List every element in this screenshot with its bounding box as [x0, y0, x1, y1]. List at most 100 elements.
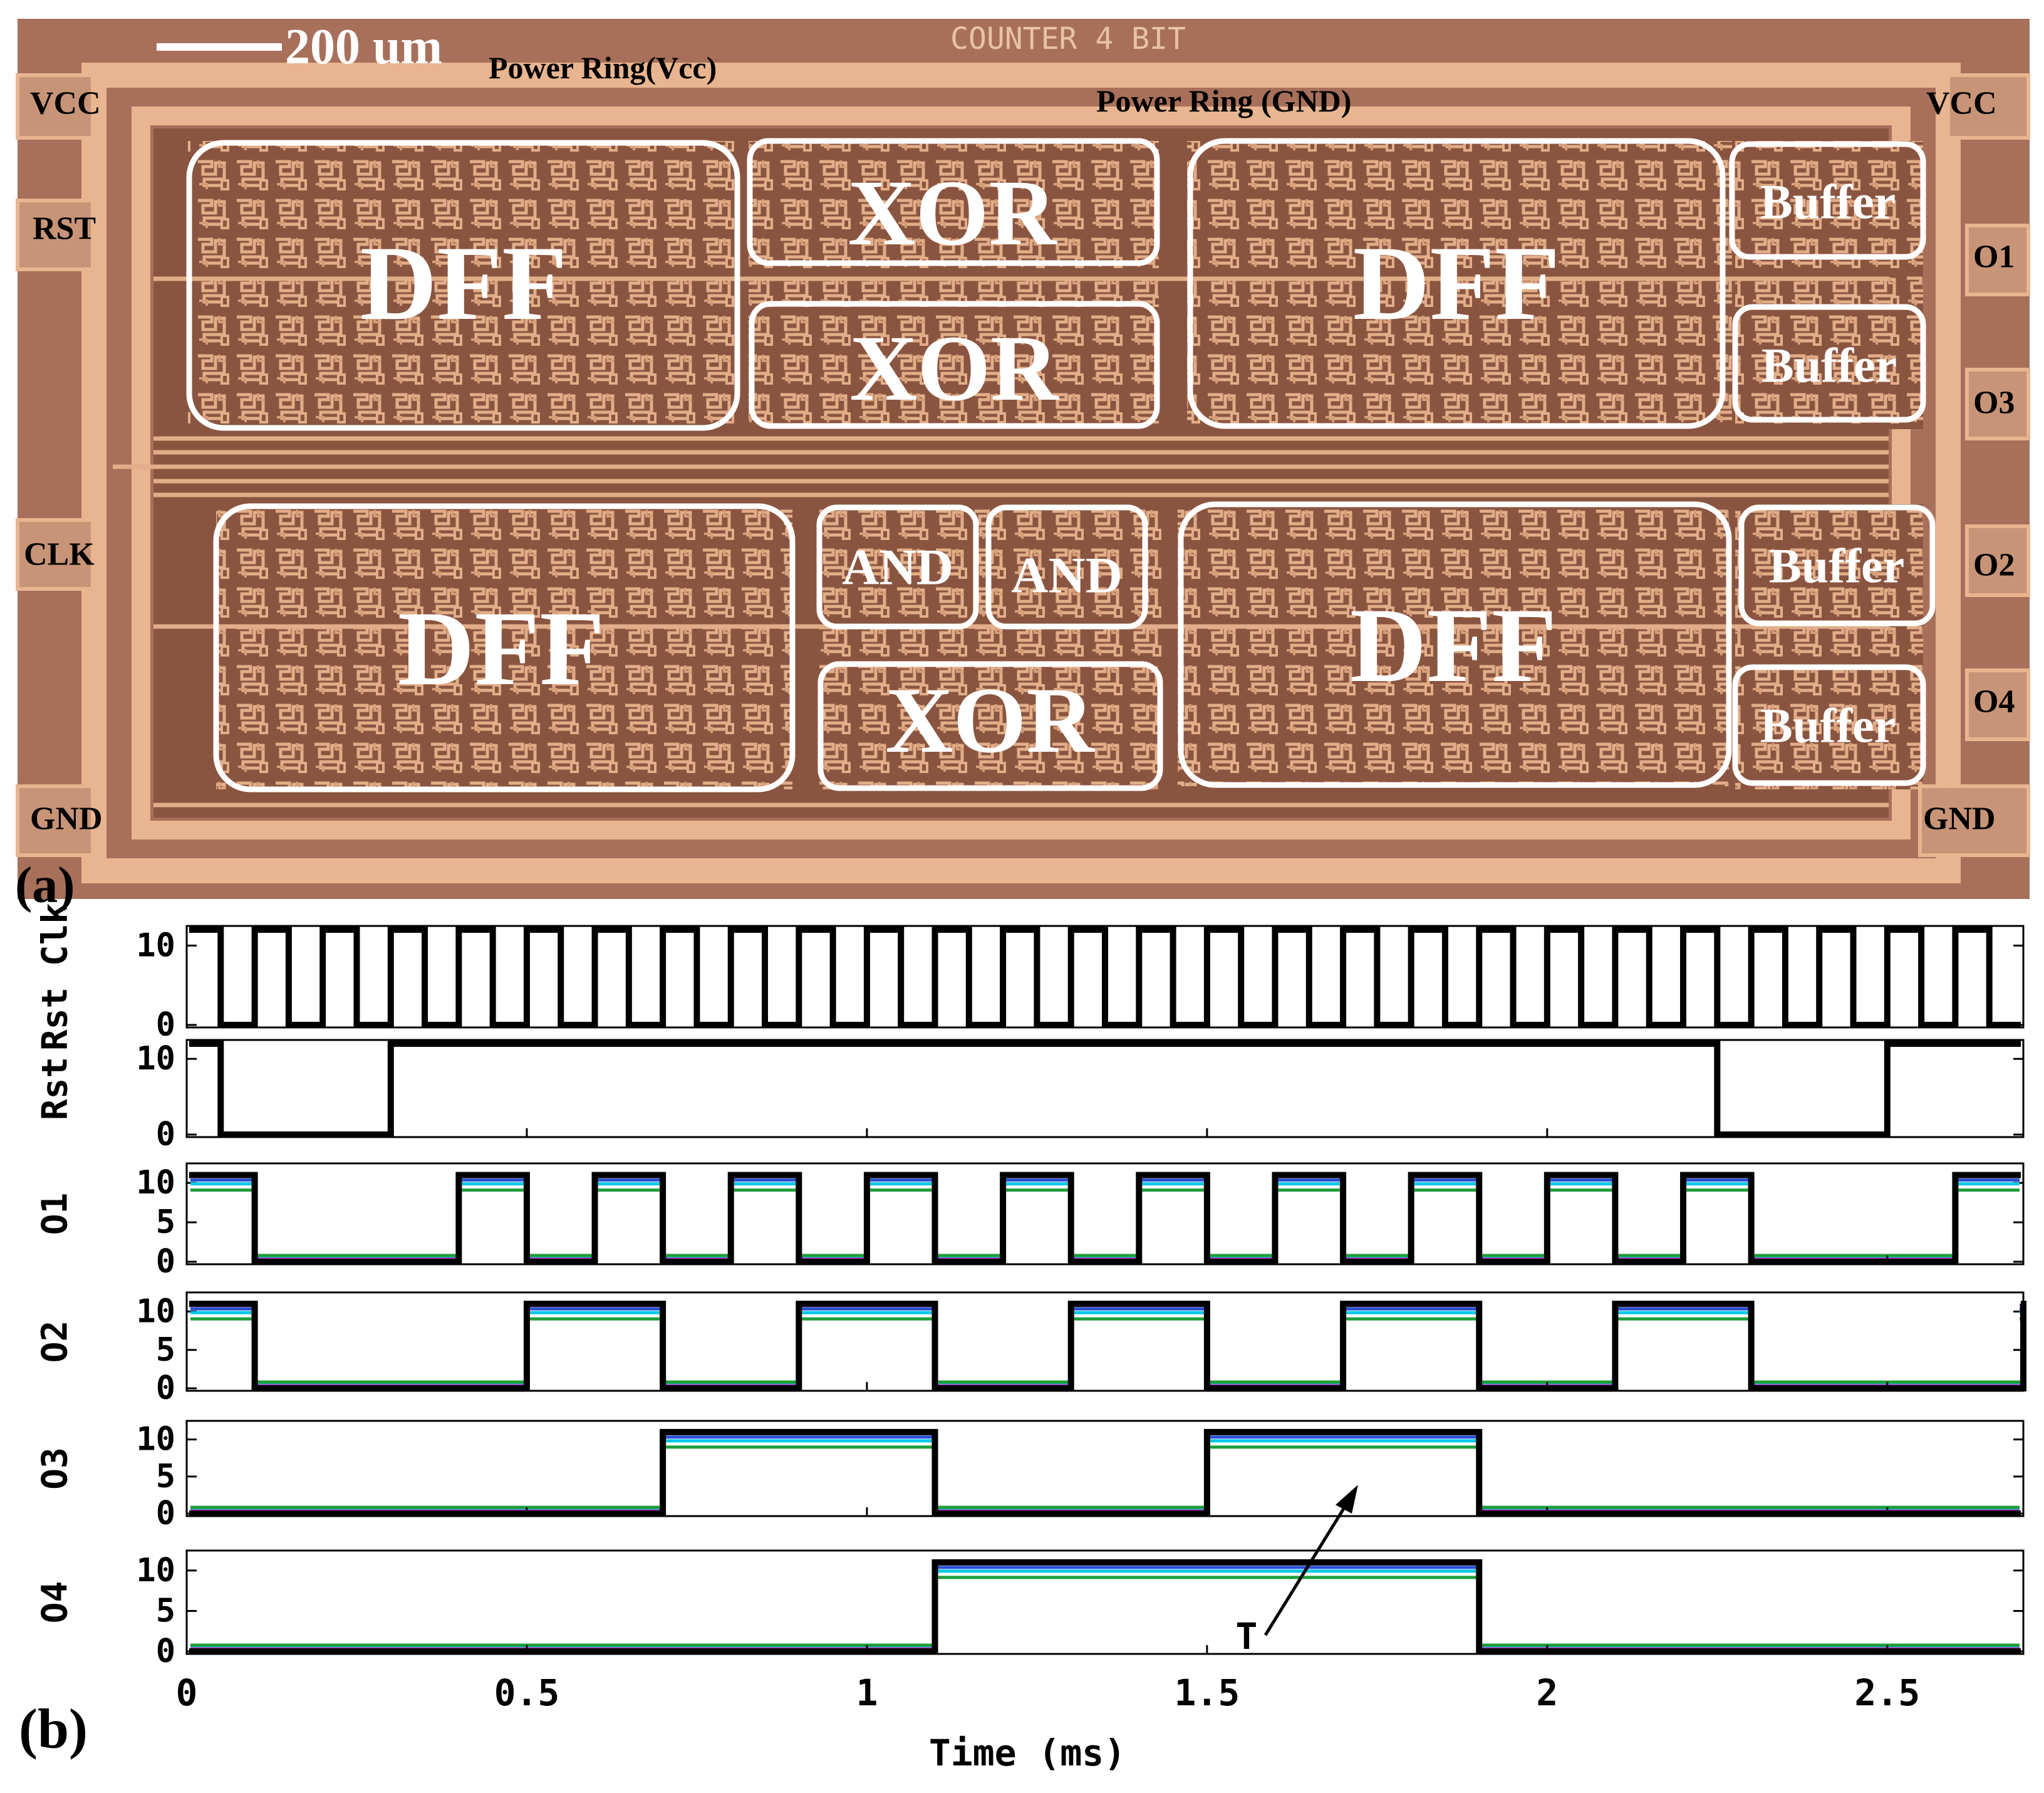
pad-label-o4: O4: [1973, 684, 2015, 720]
dff-cells-2: [1187, 141, 1732, 426]
trace-clk: [189, 927, 2021, 1028]
trace-ensemble-o3-2: [190, 1445, 2020, 1509]
and-label-2: AND: [1011, 547, 1123, 604]
dff-cells-4: [1178, 501, 1729, 786]
and-block-outline-2: [985, 504, 1148, 630]
pad-o1: [1965, 224, 2030, 296]
pad-o2: [1965, 524, 2030, 597]
chip-title: COUNTER 4 BIT: [950, 21, 1186, 56]
ytick-label-o3-1: 5: [156, 1458, 175, 1495]
panel-label-b: (b): [19, 1698, 88, 1760]
panel-label-a: (a): [15, 856, 75, 913]
dff-label-1: DFF: [360, 224, 567, 342]
trace-o1: [189, 1172, 2021, 1265]
trace-o2: [189, 1301, 2026, 1391]
pad-label-gnd-right: GND: [1923, 801, 1996, 837]
ytick-label-o2-0: 0: [156, 1369, 175, 1407]
ytick-label-o1-2: 10: [136, 1164, 175, 1202]
power-ring-vcc-label: Power Ring(Vcc): [489, 50, 717, 85]
trace-ensemble-o2-2: [190, 1317, 2025, 1384]
buffer-block-outline-2: [1732, 304, 1926, 423]
dff-cells-1: [188, 141, 739, 429]
xtick-label-3: 1.5: [1175, 1671, 1240, 1714]
xor-block-outline-2: [749, 301, 1160, 429]
trace-ensemble-o4-0: [190, 1569, 2020, 1650]
pad-label-clk: CLK: [24, 537, 95, 573]
pad-gnd-left: [16, 784, 95, 857]
ytick-label-o4-0: 0: [156, 1633, 175, 1670]
ytick-label-o4-2: 10: [136, 1552, 175, 1589]
buffer-label-4: Buffer: [1760, 699, 1896, 753]
ylabel-o1: O1: [35, 1193, 76, 1235]
pad-label-o1: O1: [1973, 239, 2015, 275]
ytick-label-o3-0: 0: [156, 1495, 175, 1532]
pad-o3: [1965, 368, 2030, 440]
trace-o4: [189, 1559, 2021, 1655]
trace-ensemble-o2-1: [190, 1307, 2025, 1389]
pad-label-vcc-right: VCC: [1926, 86, 1997, 122]
pad-gnd-right: [1918, 784, 2030, 857]
trace-ensemble-o2-0: [190, 1311, 2025, 1386]
x-axis-label: Time (ms): [929, 1732, 1126, 1774]
trace-ensemble-o3-0: [190, 1439, 2020, 1512]
pad-clk: [16, 518, 95, 591]
power-ring-vcc-metal: [81, 63, 1961, 883]
xor-block-outline-1: [747, 138, 1160, 266]
ytick-label-o3-2: 10: [136, 1421, 175, 1458]
plot-frame-o4: [185, 1549, 2025, 1655]
ylabel-rst: Rst: [35, 1057, 76, 1120]
dff-label-2: DFF: [1353, 224, 1560, 342]
ytick-label-clk-1: 10: [136, 927, 175, 964]
dff-block-outline-1: [186, 140, 740, 431]
xtick-label-2: 1: [856, 1671, 878, 1714]
trace-ensemble-o1-0: [190, 1182, 2020, 1260]
trace-ensemble-o1-1: [190, 1178, 2020, 1262]
dff-label-3: DFF: [398, 590, 604, 707]
and-label-1: AND: [842, 539, 953, 596]
xor-label-3: XOR: [885, 668, 1095, 772]
buffer-block-outline-4: [1732, 664, 1926, 786]
dff-label-4: DFF: [1350, 586, 1557, 704]
dff-cells-3: [216, 504, 792, 789]
ytick-label-o1-0: 0: [156, 1243, 175, 1281]
t-annotation: T: [1236, 1485, 1358, 1658]
xor-block-outline-3: [817, 661, 1163, 791]
ytick-label-o2-2: 10: [136, 1293, 175, 1331]
pad-label-gnd-left: GND: [30, 801, 103, 837]
ytick-label-o4-1: 5: [156, 1592, 175, 1629]
trace-o3: [189, 1428, 2021, 1517]
ylabel-o3: O3: [35, 1447, 76, 1489]
buffer-block-outline-1: [1729, 141, 1926, 260]
xor-label-2: XOR: [849, 316, 1059, 420]
buffer-label-3: Buffer: [1769, 539, 1905, 593]
ylabel-o2: O2: [35, 1321, 76, 1363]
ytick-label-o2-1: 5: [156, 1331, 175, 1369]
trace-ensemble-o4-2: [190, 1576, 2020, 1647]
pad-vcc-right: [1946, 73, 2030, 140]
scale-bar-label: 200 um: [285, 19, 442, 75]
pad-label-o3: O3: [1973, 385, 2015, 421]
xtick-label-0: 0: [176, 1671, 198, 1714]
plot-frame-rst: [185, 1039, 2025, 1138]
xor-label-1: XOR: [848, 161, 1057, 265]
buffer-cells-bottom: [1735, 504, 1923, 789]
ytick-label-clk-0: 0: [156, 1006, 175, 1044]
plot-frame-o2: [185, 1291, 2025, 1392]
pad-label-vcc-left: VCC: [30, 86, 101, 122]
ylabel-o4: O4: [35, 1581, 76, 1623]
pad-label-rst: RST: [33, 211, 96, 247]
t-annotation-label: T: [1236, 1615, 1258, 1658]
buffer-label-1: Buffer: [1760, 175, 1896, 229]
chip-layout-panel: DFF XOR XOR DFF Buffer Buffer DFF AND AN…: [16, 19, 2030, 899]
power-ring-gnd-metal: [132, 107, 1911, 839]
dff-block-outline-4: [1178, 501, 1732, 788]
pad-o4: [1965, 668, 2030, 741]
ylabel-clk: Rst Clk: [35, 903, 76, 1051]
and-block-outline-1: [816, 504, 979, 630]
dff-block-outline-2: [1187, 138, 1726, 429]
trace-ensemble-o4-1: [190, 1566, 2020, 1652]
pad-vcc-left: [16, 73, 95, 140]
trace-ensemble-o1-2: [190, 1188, 2020, 1257]
power-ring-gnd-label: Power Ring (GND): [1096, 83, 1351, 118]
trace-rst: [189, 1041, 2021, 1138]
